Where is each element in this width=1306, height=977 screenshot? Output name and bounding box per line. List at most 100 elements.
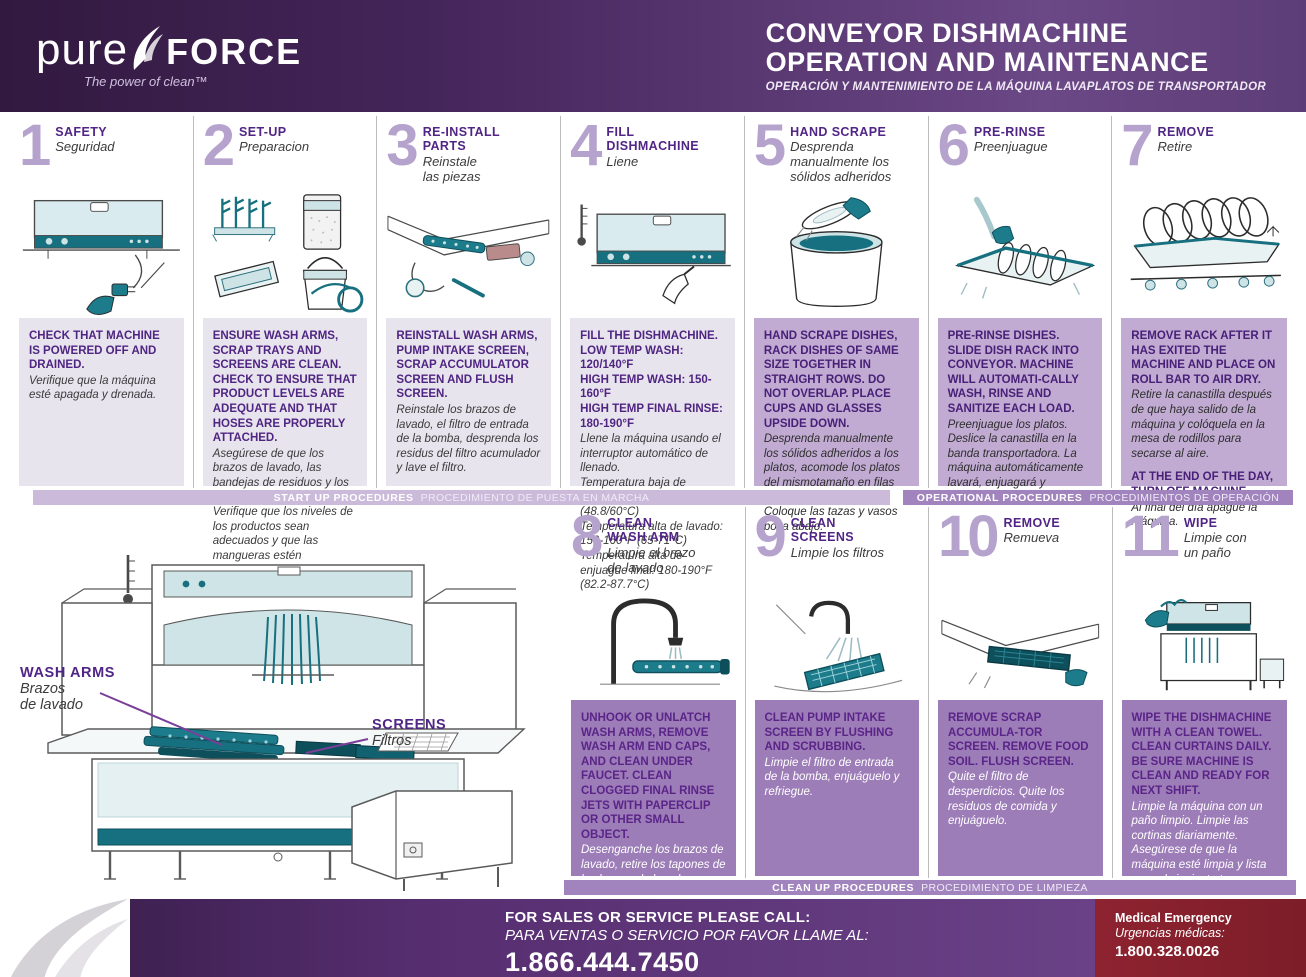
step-number: 10 (938, 504, 999, 569)
step-title: SAFETY (55, 125, 107, 139)
operational-procedures-bar: OPERATIONAL PROCEDURES PROCEDIMIENTOS DE… (903, 490, 1293, 505)
medical-phone-number: 1.800.328.0026 (1115, 943, 1220, 960)
logo-tagline: The power of clean™ (84, 73, 208, 89)
medical-emergency-box: Medical Emergency Urgencias médicas: 1.8… (1095, 899, 1306, 977)
cleanup-steps-section: 8 CLEAN WASH ARM Limpie el brazo de lava… (562, 504, 1306, 973)
step-8-clean-wash-arm: 8 CLEAN WASH ARM Limpie el brazo de lava… (562, 504, 746, 973)
step-9-clean-screens: 9 CLEAN SCREENS Limpie los filtros (746, 504, 929, 878)
medical-emergency-es: Urgencias médicas: (1115, 926, 1225, 940)
wipe-machine-illustration (1122, 589, 1288, 700)
step-subtitle: Seguridad (55, 139, 115, 155)
setup-parts-illustration (203, 186, 368, 318)
step-body-en: WIPE THE DISHMACHINE WITH A CLEAN TOWEL.… (1131, 712, 1272, 797)
hand-scrape-illustration (754, 186, 919, 318)
step-body-en: REMOVE RACK AFTER IT HAS EXITED THE MACH… (1131, 330, 1276, 386)
step-subtitle: Reinstale las piezas (422, 153, 481, 184)
step-title: HAND SCRAPE (790, 125, 887, 139)
screens-label: SCREENS Filtros (372, 717, 446, 749)
step-body-en: UNHOOK OR UNLATCH WASH ARMS, REMOVE WASH… (581, 712, 715, 841)
operational-bar-es: PROCEDIMIENTOS DE OPERACIÓN (1089, 491, 1280, 504)
pureforce-logo: pure FORCE The power of clean™ (36, 24, 302, 89)
step-number: 6 (937, 113, 970, 178)
footer-contact: FOR SALES OR SERVICE PLEASE CALL: PARA V… (130, 899, 1095, 977)
step-title: CLEAN WASH ARM (607, 516, 680, 545)
header: pure FORCE The power of clean™ CONVEYOR … (0, 0, 1306, 112)
step-body-es: Retire la canastilla después de que haya… (1131, 389, 1272, 460)
step-subtitle: Liene (606, 153, 639, 169)
swoosh-icon (133, 25, 164, 70)
title-subtitle-es: OPERACIÓN Y MANTENIMIENTO DE LA MÁQUINA … (765, 80, 1266, 93)
step-subtitle: Desprenda manualmente los sólidos adheri… (790, 139, 892, 185)
footer-swoosh-corner (0, 899, 130, 977)
step-subtitle: Limpie los filtros (790, 544, 884, 560)
cleanup-procedures-bar: CLEAN UP PROCEDURES PROCEDIMIENTO DE LIM… (564, 880, 1296, 895)
wash-arms-label-en: WASH ARMS (20, 665, 116, 681)
reinstall-parts-illustration (386, 186, 551, 318)
remove-scrap-screen-illustration (938, 589, 1103, 700)
step-number: 4 (570, 113, 602, 178)
cleanup-bar-es: PROCEDIMIENTO DE LIMPIEZA (921, 881, 1088, 894)
step-subtitle: Preenjuague (973, 139, 1048, 155)
remove-rack-illustration (1121, 186, 1287, 318)
sales-phone-number: 1.866.444.7450 (505, 947, 700, 977)
step-number: 1 (19, 113, 51, 178)
step-body-en: REINSTALL WASH ARMS, PUMP INTAKE SCREEN,… (396, 330, 538, 401)
bottom-steps-row: 8 CLEAN WASH ARM Limpie el brazo de lava… (562, 504, 1297, 973)
step-body-en: ENSURE WASH ARMS, SCRAP TRAYS AND SCREEN… (212, 330, 357, 445)
operational-bar-en: OPERATIONAL PROCEDURES (916, 491, 1083, 504)
step-body-es: Limpie la máquina con un paño limpio. Li… (1131, 800, 1267, 886)
step-body-en: CLEAN PUMP INTAKE SCREEN BY FLUSHING AND… (764, 712, 894, 754)
step-11-wipe: 11 WIPE Limpie con un paño (1113, 504, 1297, 886)
step-body-en: REMOVE SCRAP ACCUMULA-TOR SCREEN. REMOVE… (948, 712, 1089, 768)
safety-machine-illustration (19, 186, 184, 318)
wash-arms-label: WASH ARMS Brazos de lavado (20, 665, 115, 713)
step-1-safety: 1 SAFETY Seguridad (10, 116, 194, 488)
step-body-en: PRE-RINSE DISHES. SLIDE DISH RACK INTO C… (947, 330, 1079, 415)
logo-force-text: FORCE (166, 30, 303, 72)
step-10-remove-screen: 10 REMOVE Remueva (929, 507, 1113, 878)
dishmachine-diagram-art (47, 555, 526, 891)
step-number: 2 (202, 113, 235, 178)
logo-pure-text: pure (36, 24, 129, 74)
step-title: REMOVE (1003, 516, 1061, 530)
step-number: 9 (754, 504, 787, 569)
step-6-pre-rinse: 6 PRE-RINSE Preenjuague (929, 113, 1113, 504)
sales-call-en: FOR SALES OR SERVICE PLEASE CALL: (505, 909, 811, 926)
step-title: PRE-RINSE (973, 125, 1046, 139)
step-subtitle: Remueva (1003, 530, 1060, 546)
footer: FOR SALES OR SERVICE PLEASE CALL: PARA V… (0, 899, 1306, 977)
step-subtitle: Limpie con un paño (1183, 530, 1247, 561)
step-title: SET-UP (238, 125, 287, 139)
procedure-bars: START UP PROCEDURES PROCEDIMIENTO DE PUE… (0, 490, 1306, 507)
step-number: 8 (571, 504, 603, 569)
sales-call-es: PARA VENTAS O SERVICIO POR FAVOR LLAME A… (505, 927, 869, 944)
step-body-es: Quite el filtro de desperdicios. Quite l… (948, 771, 1065, 828)
bottom-section: WASH ARMS Brazos de lavado SCREENS Filtr… (0, 504, 1306, 973)
step-5-hand-scrape: 5 HAND SCRAPE Desprenda manualmente los … (745, 113, 929, 533)
step-title: REMOVE (1157, 125, 1215, 139)
startup-procedures-bar: START UP PROCEDURES PROCEDIMIENTO DE PUE… (33, 490, 890, 505)
step-body-en: HAND SCRAPE DISHES, RACK DISHES OF SAME … (763, 330, 899, 430)
pre-rinse-illustration (938, 186, 1103, 318)
step-body-es: Verifique que la máquina esté apagada y … (29, 374, 157, 402)
swoosh-icon (11, 899, 128, 977)
medical-emergency-en: Medical Emergency (1115, 911, 1232, 925)
step-body-es: Limpie el filtro de entrada de la bomba,… (764, 756, 900, 798)
step-number: 11 (1121, 504, 1180, 569)
wash-arms-label-es: Brazos de lavado (20, 681, 83, 714)
startup-bar-en: START UP PROCEDURES (273, 491, 414, 504)
fill-dishmachine-illustration (570, 186, 735, 318)
step-title: RE-INSTALL PARTS (422, 125, 501, 154)
step-subtitle: Limpie el brazo de lavado (607, 544, 696, 575)
step-body-es: Reinstale los brazos de lavado, el filtr… (396, 403, 541, 475)
step-title: WIPE (1183, 516, 1218, 530)
step-number: 5 (753, 113, 786, 178)
title-line-2: OPERATION AND MAINTENANCE (765, 46, 1209, 77)
step-number: 3 (386, 113, 418, 178)
top-steps-row: 1 SAFETY Seguridad (0, 112, 1306, 591)
clean-wash-arm-illustration (571, 589, 736, 700)
step-2-setup: 2 SET-UP Preparacion (194, 113, 378, 577)
screens-label-en: SCREENS (372, 717, 447, 733)
step-subtitle: Preparacion (238, 139, 310, 155)
